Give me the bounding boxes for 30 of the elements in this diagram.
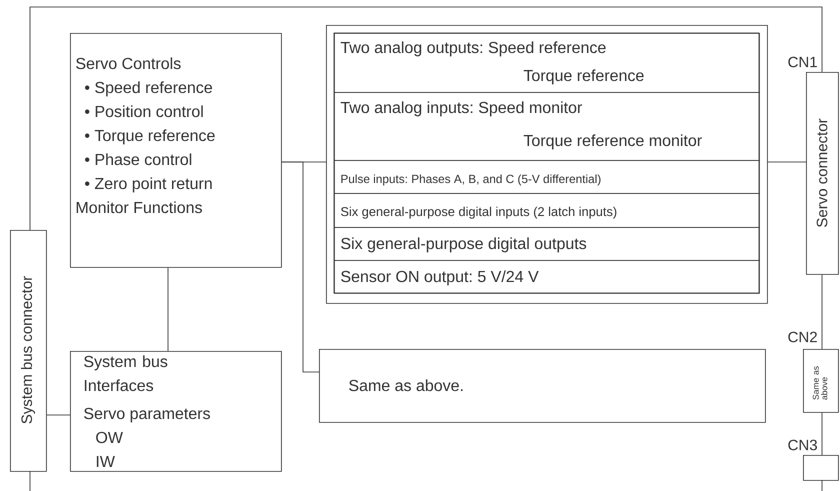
- heading-text: Monitor Functions: [76, 201, 202, 214]
- bullet-item: • Position control: [85, 105, 203, 118]
- function-text: System bus Interfaces: [84, 355, 168, 392]
- row-text: Six general-purpose digital inputs (2 latch inputs): [340, 206, 616, 219]
- connector-line: [30, 6, 822, 230]
- row-text: Two analog outputs: Speed reference: [340, 41, 606, 56]
- connector-line: [281, 162, 320, 372]
- bullet-item: • Torque reference: [85, 129, 215, 144]
- io-panel: [326, 25, 768, 304]
- connector-label: Same as above: [812, 366, 828, 400]
- function-text: Servo parameters: [84, 408, 210, 422]
- register-label: IW: [96, 456, 115, 467]
- connector-label: System bus connector: [21, 276, 35, 424]
- row-text: Two analog inputs: Speed monitor: [340, 101, 582, 116]
- connector-label: Servo connector: [816, 118, 828, 227]
- bullet-item: • Phase control: [85, 153, 192, 166]
- row-text: Pulse inputs: Phases A, B, and C (5-V differential): [341, 174, 600, 186]
- bullet-item: • Speed reference: [85, 81, 212, 96]
- row-text: Torque reference monitor: [524, 134, 702, 150]
- connector-line: [46, 414, 70, 416]
- bullet-item: • Zero point return: [85, 177, 212, 192]
- row-text: Same as above.: [349, 379, 463, 392]
- connector-number: CN3: [788, 440, 817, 450]
- row-text: Sensor ON output: 5 V/24 V: [341, 270, 539, 286]
- register-label: OW: [96, 432, 123, 444]
- row-text: Torque reference: [524, 69, 644, 84]
- heading-text: Servo Controls: [76, 57, 181, 70]
- connector-number: CN2: [788, 332, 817, 342]
- connector-number: CN1: [788, 56, 817, 68]
- row-text: Six general-purpose digital outputs: [341, 237, 586, 252]
